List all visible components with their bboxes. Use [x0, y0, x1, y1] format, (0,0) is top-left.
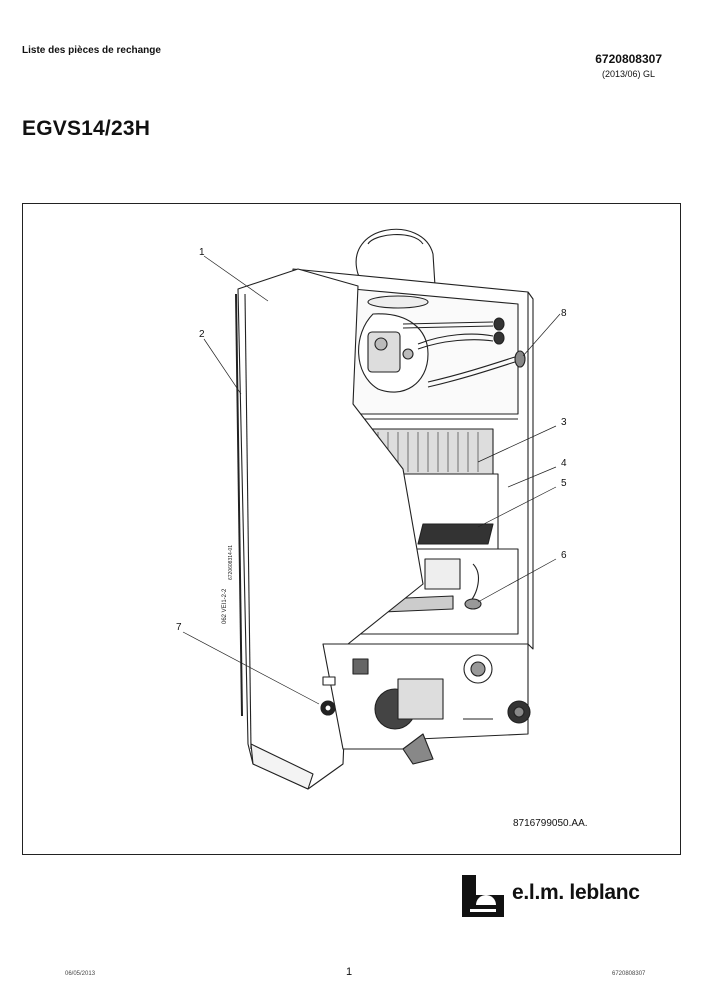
exploded-view-frame: 1 2 3 4 5 6 7 8 062 VEI1-2-2 6720608314-…	[22, 203, 681, 855]
callout-1: 1	[199, 247, 205, 258]
callout-5: 5	[561, 478, 567, 489]
brand-wordmark: e.l.m. leblanc	[512, 881, 640, 904]
callout-4: 4	[561, 458, 567, 469]
callout-2: 2	[199, 329, 205, 340]
callout-3: 3	[561, 417, 567, 428]
elm-leblanc-logo	[462, 875, 504, 917]
document-number: 6720808307	[595, 52, 662, 66]
side-label-code: 062 VEI1-2-2	[222, 588, 228, 624]
footer-document-number: 6720808307	[612, 971, 646, 977]
callout-6: 6	[561, 550, 567, 561]
callout-7: 7	[176, 622, 182, 633]
page-header-title: Liste des pièces de rechange	[22, 45, 161, 56]
footer-date: 06/05/2013	[65, 971, 96, 977]
figure-code: 8716799050.AA.	[513, 818, 588, 829]
boiler-exploded-drawing: 1 2 3 4 5 6 7 8 062 VEI1-2-2 6720608314-…	[176, 228, 588, 829]
footer-page-number: 1	[346, 966, 353, 978]
callout-8: 8	[561, 308, 567, 319]
document-revision: (2013/06) GL	[601, 69, 655, 79]
model-title: EGVS14/23H	[22, 117, 151, 140]
side-label-ref: 6720608314-01	[228, 545, 234, 580]
